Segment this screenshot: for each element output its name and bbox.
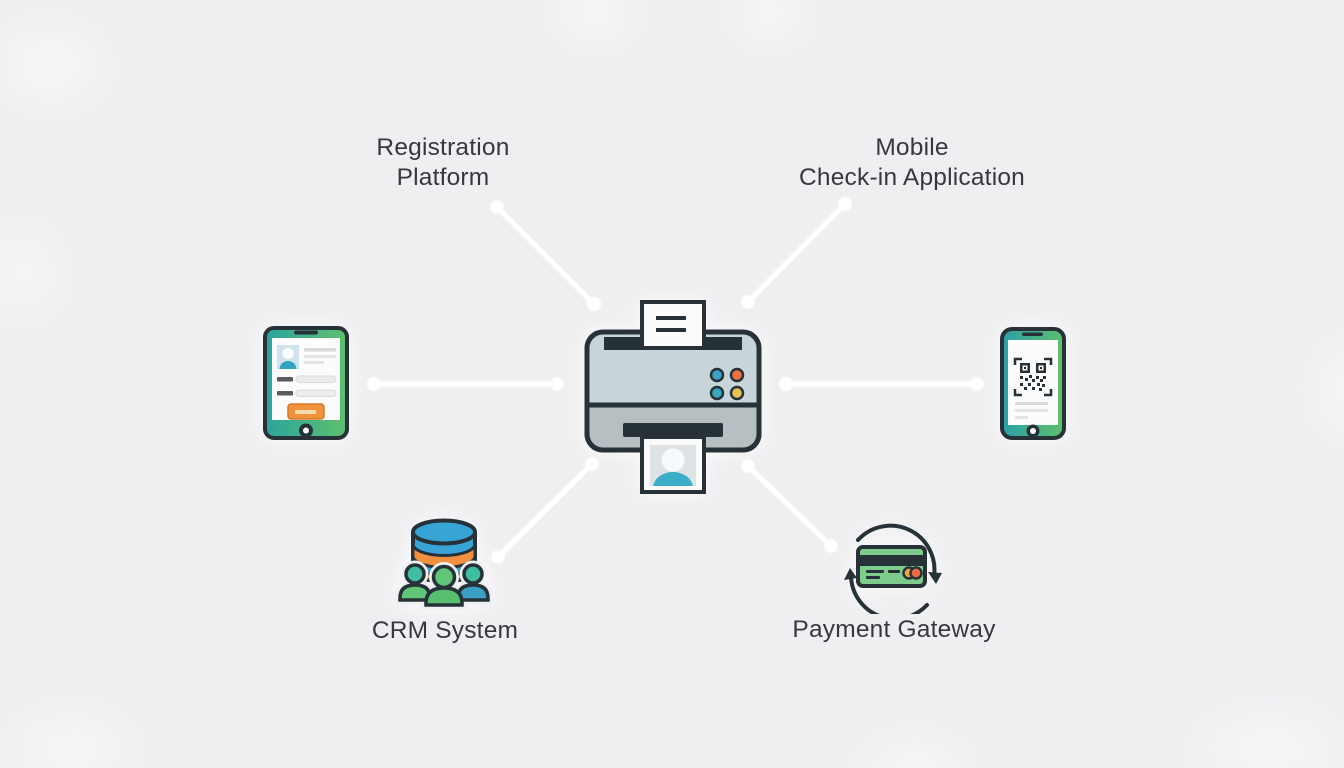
form-input-field[interactable] — [295, 389, 337, 397]
tablet-registration-form-icon — [262, 325, 350, 447]
form-text-lines — [304, 348, 336, 364]
database-users-icon — [378, 512, 510, 617]
label-line: CRM System — [371, 617, 519, 644]
tablet-camera-slit — [294, 330, 318, 335]
label-line: Registration — [376, 134, 510, 161]
credit-card — [856, 545, 927, 588]
printer-output-slot — [623, 423, 723, 437]
phone-home-button[interactable] — [1026, 424, 1040, 438]
form-input-field[interactable] — [295, 375, 337, 383]
form-avatar — [277, 345, 299, 369]
registration-platform-label: Registration Platform — [273, 133, 613, 193]
phone-screen — [1008, 340, 1058, 425]
form-field-row — [277, 389, 337, 397]
label-line: Payment Gateway — [792, 616, 996, 643]
connector-printer-crm — [491, 457, 599, 564]
printed-badge — [640, 435, 706, 494]
arrowhead-up — [844, 568, 857, 580]
mobile-checkin-label: Mobile Check-in Application — [742, 133, 1082, 193]
connector-printer-qr-phone — [779, 377, 984, 391]
badge-printer-icon — [578, 296, 768, 499]
connector-printer-payment — [741, 459, 838, 553]
badge-avatar — [653, 448, 693, 486]
credit-card-sync-icon — [842, 514, 950, 621]
tablet-home-button[interactable] — [299, 423, 313, 438]
connector-printer-tablet — [367, 377, 564, 391]
user-group — [395, 560, 493, 610]
user-right — [456, 563, 490, 602]
phone-text-lines — [1015, 402, 1048, 419]
phone-speaker-slit — [1022, 332, 1043, 336]
form-field-row — [277, 375, 337, 383]
connector-printer-registration — [490, 200, 601, 311]
label-line: Platform — [396, 164, 490, 191]
user-center — [424, 564, 464, 607]
form-submit-button[interactable] — [287, 403, 325, 420]
label-line: Check-in Application — [799, 164, 1025, 191]
qr-code — [1020, 363, 1046, 391]
label-line: Mobile — [875, 134, 949, 161]
payment-gateway-label: Payment Gateway — [724, 615, 1064, 645]
arrowhead-down — [928, 572, 942, 584]
crm-system-label: CRM System — [275, 616, 615, 646]
connector-printer-mobile-checkin — [741, 197, 852, 309]
printer-buttons — [709, 367, 745, 401]
qr-scan-brackets — [1013, 357, 1053, 397]
paper-sheet — [640, 300, 706, 350]
smartphone-qr-code-icon — [999, 326, 1067, 446]
